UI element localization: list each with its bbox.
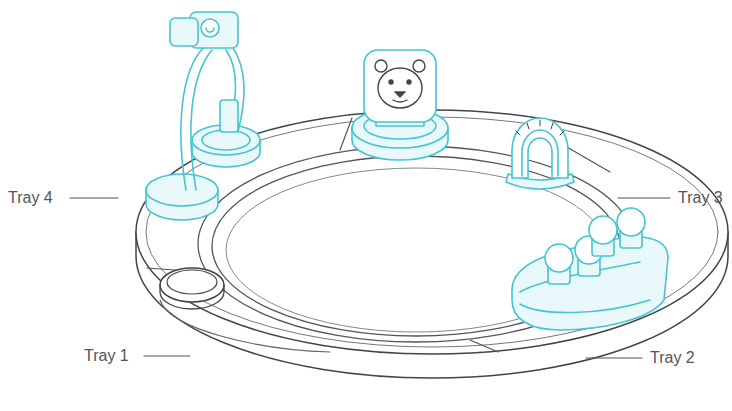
tray-label: Tray 3 [678,188,723,208]
tray-label: Tray 2 [650,348,695,368]
tray-label: Tray 4 [8,188,53,208]
tray-label: Tray 1 [84,346,129,366]
